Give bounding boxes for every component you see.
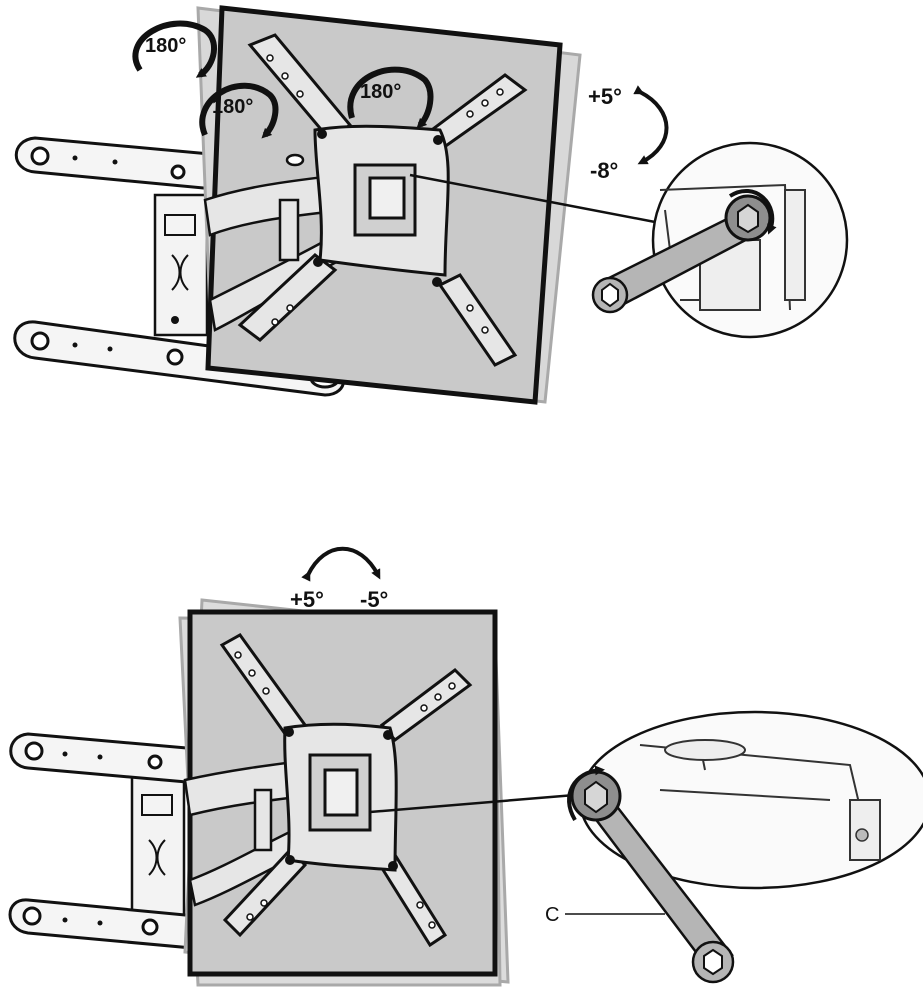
detail-magnifier-bottom bbox=[567, 710, 923, 984]
wrench-bottom bbox=[570, 770, 735, 984]
vesa-bracket-top bbox=[237, 33, 528, 367]
vesa-bracket-bottom bbox=[219, 633, 473, 948]
level-right-label: -5° bbox=[360, 587, 388, 612]
wrench-turn-arrow-top bbox=[728, 188, 777, 235]
detail-leader-bottom bbox=[369, 793, 576, 814]
wall-plate-bottom bbox=[130, 773, 186, 927]
rotation-label-2: 180° bbox=[212, 96, 253, 118]
level-left-label: +5° bbox=[290, 587, 324, 612]
callout-c: C bbox=[545, 904, 665, 926]
callout-c-label: C bbox=[545, 904, 559, 926]
wrench-top bbox=[591, 194, 772, 314]
rotation-label-1: 180° bbox=[145, 35, 186, 57]
vesa-slots-bottom bbox=[234, 651, 456, 929]
arm-joint-bottom bbox=[183, 758, 322, 907]
level-arrow: +5° -5° bbox=[290, 546, 388, 612]
rotation-arrow-3: 180° bbox=[347, 66, 434, 129]
tilt-arrow-top: +5° -8° bbox=[588, 84, 669, 183]
rotation-arrow-1: 180° bbox=[132, 20, 217, 78]
rotation-label-3: 180° bbox=[360, 81, 401, 103]
vesa-screws-bottom bbox=[284, 727, 398, 871]
detail-leader-top bbox=[409, 173, 656, 224]
bottom-figure: +5° -5° bbox=[8, 546, 923, 987]
tilt-up-label: +5° bbox=[588, 84, 622, 109]
tilt-down-label: -8° bbox=[590, 158, 618, 183]
top-figure: 180° 180° 180° +5° -8° bbox=[13, 5, 849, 405]
detail-magnifier-top bbox=[591, 141, 849, 339]
rotation-arrow-2: 180° bbox=[199, 82, 279, 139]
vesa-screws-top bbox=[313, 129, 443, 287]
wrench-turn-arrow-bottom bbox=[567, 765, 605, 822]
wall-plate-top bbox=[153, 193, 209, 337]
vesa-slots-top bbox=[266, 54, 504, 334]
